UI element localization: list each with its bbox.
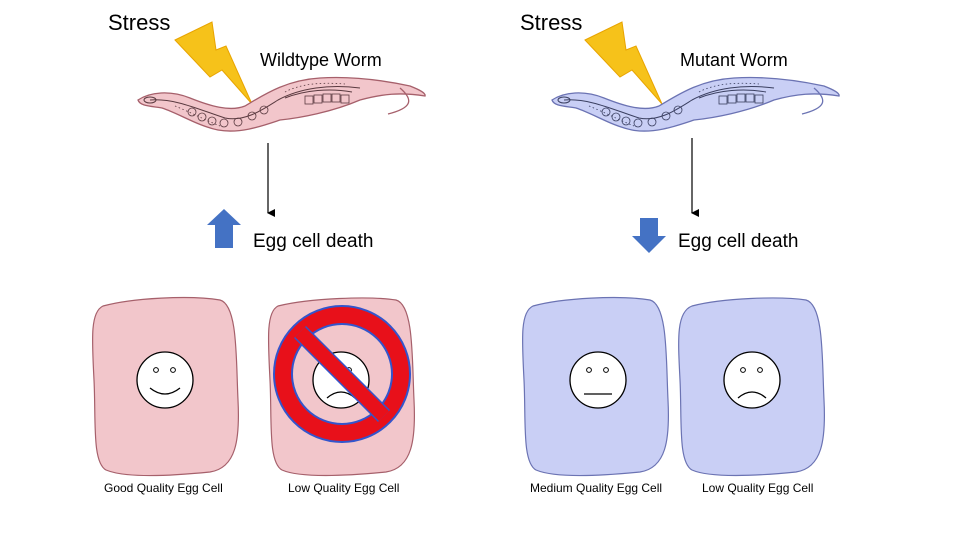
wildtype-worm-title: Wildtype Worm — [260, 50, 382, 70]
decrease-arrow-icon — [632, 218, 666, 253]
happy-face-icon — [136, 351, 194, 409]
increase-arrow-icon — [207, 209, 241, 248]
cell-label: Low Quality Egg Cell — [702, 481, 814, 495]
egg-cell-death-label: Egg cell death — [253, 231, 374, 252]
mutant-panel — [521, 21, 840, 477]
cell-label: Medium Quality Egg Cell — [530, 481, 663, 495]
lightning-bolt-icon — [584, 21, 663, 105]
neutral-face-icon — [569, 351, 627, 409]
cell-label: Low Quality Egg Cell — [288, 481, 400, 495]
egg-cell-death-label: Egg cell death — [678, 231, 799, 252]
wildtype-worm — [137, 76, 426, 132]
lightning-bolt-icon — [174, 21, 253, 105]
sad-face-icon — [723, 351, 781, 409]
stress-label: Stress — [520, 10, 583, 35]
stress-label: Stress — [108, 10, 171, 35]
mutant-worm — [551, 76, 840, 132]
mutant-worm-title: Mutant Worm — [680, 50, 788, 70]
cell-label: Good Quality Egg Cell — [104, 481, 223, 495]
prohibited-icon — [273, 305, 411, 443]
wildtype-panel — [91, 21, 426, 477]
